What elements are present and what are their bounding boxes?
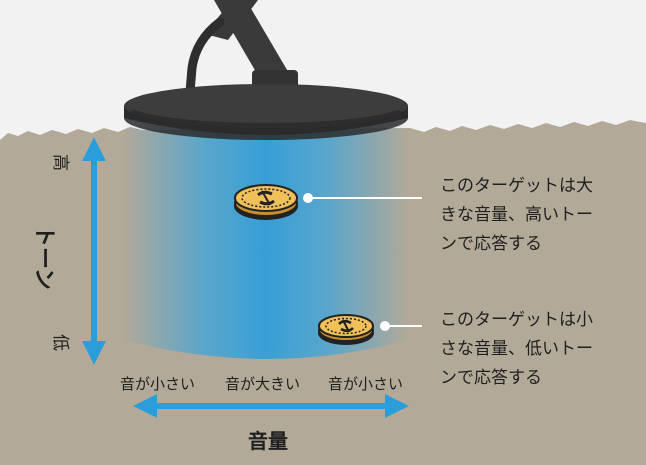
volume-left-label: 音が小さい: [120, 375, 196, 393]
callout-line: ンで応答する: [440, 368, 542, 388]
target-callout-low: このターゲットは小 さな音量、低いトー ンで応答する: [440, 306, 593, 393]
tone-high-label: 高: [50, 154, 70, 171]
volume-axis-title: 音量: [248, 429, 288, 453]
detector-shaft: [185, 0, 300, 97]
callout-line: ンで応答する: [440, 234, 542, 254]
detection-field: [124, 118, 408, 359]
volume-center-label: 音が大きい: [225, 375, 301, 393]
target-callout-high: このターゲットは大 きな音量、高いトー ンで応答する: [440, 172, 593, 259]
callout-line: きな音量、高いトー: [440, 205, 593, 225]
callout-line: さな音量、低いトー: [440, 339, 593, 359]
callout-line: このターゲットは小: [440, 310, 593, 330]
callout-line: このターゲットは大: [440, 176, 593, 196]
coin-icon: [234, 184, 298, 220]
callout-leaders: [303, 193, 422, 331]
tone-axis-title: トーン: [31, 225, 56, 290]
tone-low-label: 低: [50, 334, 70, 351]
coin-icon: [318, 314, 374, 345]
search-coil: [124, 84, 408, 140]
volume-right-label: 音が小さい: [328, 375, 404, 393]
